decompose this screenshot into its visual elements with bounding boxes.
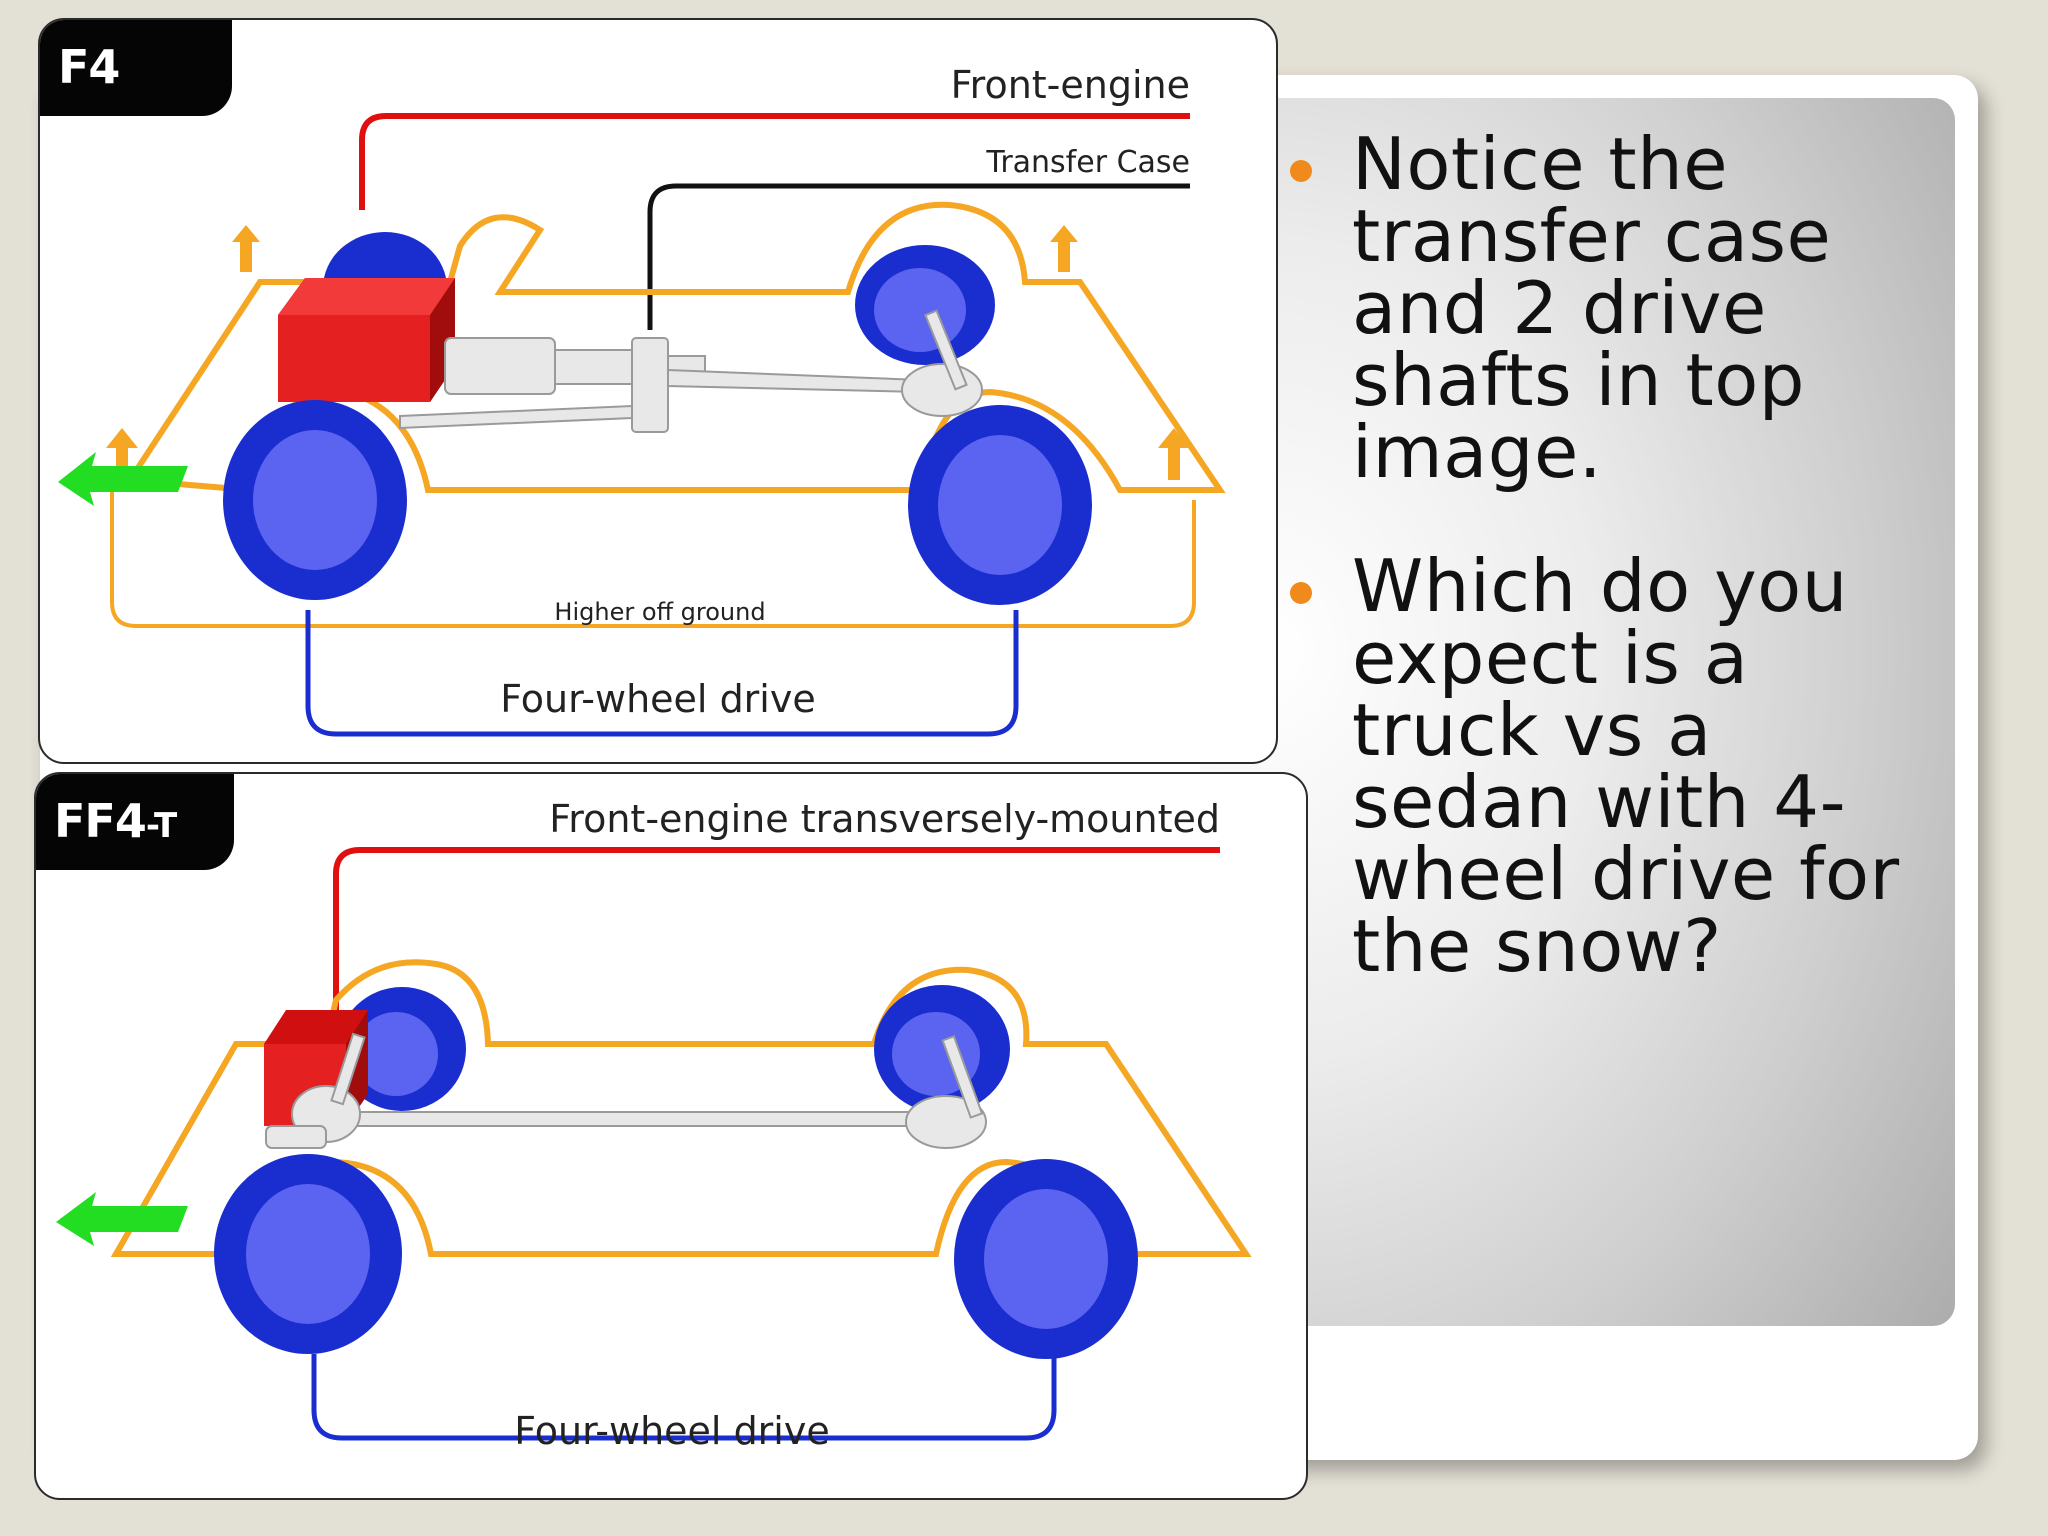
wheel-hub xyxy=(984,1189,1108,1329)
bullet-dot-icon xyxy=(1290,160,1312,182)
ff4t-drivetrain-diagram: Front-engine transversely-mounted Four-w… xyxy=(56,797,1252,1453)
drive-label: Four-wheel drive xyxy=(500,677,815,721)
wheel-hub xyxy=(938,435,1062,575)
lift-arrow-icons xyxy=(106,225,1190,480)
bullet-item: Notice the transfer case and 2 drive sha… xyxy=(1290,128,1952,488)
diagram-code: F4 xyxy=(58,40,120,94)
bullet-text: Which do you expect is a truck vs a seda… xyxy=(1352,544,1900,988)
wheel-hub xyxy=(354,1012,438,1096)
ground-bracket xyxy=(110,490,1196,628)
diagram-code-tab: F4 xyxy=(40,20,232,116)
wheel-hub xyxy=(246,1184,370,1324)
driveshafts xyxy=(265,1032,987,1149)
transfer-label: Transfer Case xyxy=(985,145,1190,180)
diagram-code-tab: FF4-T xyxy=(36,774,234,870)
wheel-hub xyxy=(253,430,377,570)
driveshafts xyxy=(399,309,983,433)
diagram-code-suffix: -T xyxy=(145,806,177,846)
diagram-ff4t: Front-engine transversely-mounted Four-w… xyxy=(34,772,1308,1500)
fwd-bracket xyxy=(311,1354,1057,1441)
engine-label: Front-engine transversely-mounted xyxy=(549,797,1220,841)
bullet-item: Which do you expect is a truck vs a seda… xyxy=(1290,550,1952,982)
ground-label: Higher off ground xyxy=(554,598,765,626)
bullet-text: Notice the transfer case and 2 drive sha… xyxy=(1352,122,1832,494)
f4-drivetrain-diagram: Front-engine Transfer Case Higher off gr… xyxy=(58,63,1226,737)
engine-label: Front-engine xyxy=(951,63,1190,107)
text-panel xyxy=(1200,98,1955,1326)
transfer-case-box xyxy=(631,337,669,433)
engine-leader-line xyxy=(359,113,1190,210)
transfer-leader-line xyxy=(647,183,1190,330)
direction-arrow-icon xyxy=(56,1192,188,1246)
diagram-f4: Front-engine Transfer Case Higher off gr… xyxy=(38,18,1278,764)
direction-arrow-icon xyxy=(58,452,188,506)
engine-leader-line xyxy=(333,847,1220,1016)
diagram-code: FF4 xyxy=(54,794,147,848)
bullet-list: Notice the transfer case and 2 drive sha… xyxy=(1290,128,1952,1044)
bullet-dot-icon xyxy=(1290,582,1312,604)
engine-block xyxy=(278,278,455,402)
fwd-bracket xyxy=(305,610,1019,737)
wheel-hub xyxy=(874,268,966,352)
drive-label: Four-wheel drive xyxy=(514,1409,829,1453)
